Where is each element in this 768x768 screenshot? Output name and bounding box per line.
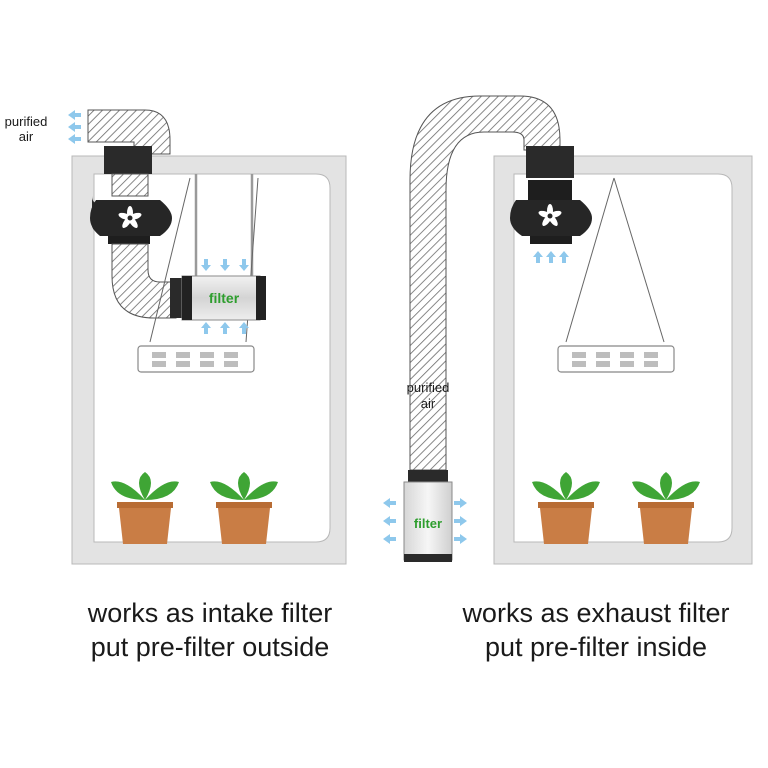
potted-plant-icon xyxy=(532,472,600,544)
left-air-label-2: air xyxy=(19,129,34,144)
left-caption-line-1: works as intake filter xyxy=(87,598,333,628)
left-air-label-1: purified xyxy=(5,114,48,129)
left-inner-duct xyxy=(111,243,177,319)
right-setup: filter purified air xyxy=(383,95,753,565)
left-duct-collar xyxy=(104,146,152,174)
left-setup: filter xyxy=(5,109,347,565)
right-caption-line-2: put pre-filter inside xyxy=(484,632,708,662)
left-caption: works as intake filter put pre-filter ou… xyxy=(18,596,402,664)
potted-plant-icon xyxy=(632,472,700,544)
right-duct-collar xyxy=(526,146,574,178)
fan-icon xyxy=(510,180,592,244)
grow-light-icon xyxy=(557,345,675,373)
left-caption-line-2: put pre-filter outside xyxy=(90,632,330,662)
potted-plant-icon xyxy=(210,472,278,544)
air-flow-arrow-icon xyxy=(68,110,81,144)
right-carbon-filter: filter xyxy=(403,470,453,562)
grow-light-icon xyxy=(137,345,255,373)
right-filter-label: filter xyxy=(414,516,442,531)
air-flow-arrow-icon xyxy=(533,251,569,263)
right-exhaust-duct xyxy=(409,95,561,471)
right-air-label-1: purified xyxy=(407,380,450,395)
right-tent-frame xyxy=(493,155,753,565)
right-air-label-2: air xyxy=(421,396,436,411)
potted-plant-icon xyxy=(111,472,179,544)
fan-icon xyxy=(90,196,172,244)
right-caption: works as exhaust filter put pre-filter i… xyxy=(404,596,768,664)
left-filter-label: filter xyxy=(209,290,240,306)
left-carbon-filter: filter xyxy=(170,275,266,321)
left-tent-frame xyxy=(71,155,347,565)
right-caption-line-1: works as exhaust filter xyxy=(462,598,730,628)
